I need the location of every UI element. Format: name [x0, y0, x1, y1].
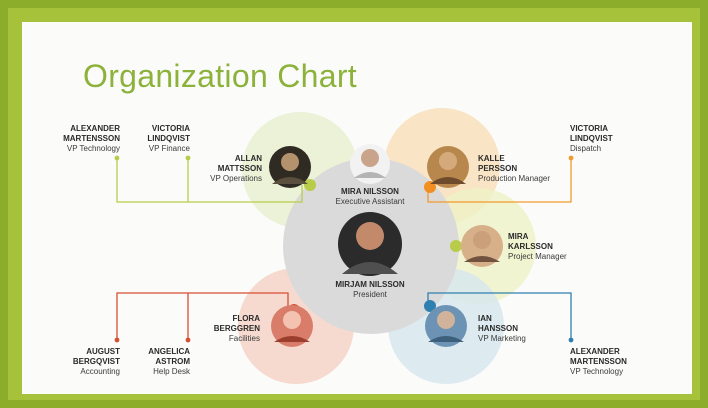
assistant-label: MIRA NILSSON Executive Assistant — [318, 187, 422, 207]
alex-top-role: VP Technology — [66, 144, 120, 153]
victoria-right-name-2: LINDQVIST — [570, 134, 613, 143]
connector-top-right — [427, 158, 572, 203]
person-mira-k: MIRA KARLSSON Project Manager — [508, 232, 608, 262]
accent-ian — [424, 300, 436, 312]
angelica-name-1: ANGELICA — [148, 347, 190, 356]
person-victoria-right: VICTORIA LINDQVIST Dispatch — [570, 124, 650, 154]
dot-alex-bottom — [568, 337, 574, 343]
victoria-right-name-1: VICTORIA — [570, 124, 609, 133]
photo-kalle — [427, 146, 469, 188]
allan-name-1: ALLAN — [234, 154, 262, 163]
ian-name-1: IAN — [478, 314, 492, 323]
person-allan: ALLAN MATTSSON VP Operations — [206, 154, 262, 184]
connector-bottom-left — [116, 292, 289, 340]
photo-allan — [269, 146, 311, 188]
president-role: President — [353, 290, 387, 299]
assistant-name: MIRA NILSSON — [341, 187, 399, 196]
person-victoria-top: VICTORIA LINDQVIST VP Finance — [130, 124, 190, 154]
flora-role: Facilities — [228, 334, 260, 343]
alex-bottom-role: VP Technology — [570, 367, 624, 376]
person-august: AUGUST BERGQVIST Accounting — [62, 347, 120, 377]
august-name-2: BERGQVIST — [72, 357, 120, 366]
person-angelica: ANGELICA ASTROM Help Desk — [132, 347, 190, 377]
allan-role: VP Operations — [210, 174, 262, 183]
ian-role: VP Marketing — [478, 334, 526, 343]
victoria-top-role: VP Finance — [148, 144, 190, 153]
photo-flora — [271, 305, 313, 347]
angelica-name-2: ASTROM — [155, 357, 190, 366]
kalle-role: Production Manager — [478, 174, 551, 183]
victoria-right-role: Dispatch — [570, 144, 602, 153]
dot-alex-top — [114, 155, 120, 161]
person-alex-top: ALEXANDER MARTENSSON VP Technology — [48, 124, 120, 154]
dot-angelica — [185, 337, 191, 343]
president-label: MIRJAM NILSSON President — [318, 280, 422, 300]
person-flora: FLORA BERGGREN Facilities — [206, 314, 260, 344]
person-alex-bottom: ALEXANDER MARTENSSON VP Technology — [570, 347, 656, 377]
alex-bottom-name-1: ALEXANDER — [570, 347, 620, 356]
flora-name-2: BERGGREN — [213, 324, 260, 333]
assistant-role: Executive Assistant — [335, 197, 405, 206]
mira-k-name-2: KARLSSON — [508, 242, 553, 251]
mira-k-role: Project Manager — [508, 252, 567, 261]
alex-bottom-name-2: MARTENSSON — [570, 357, 627, 366]
connector-top-left — [116, 158, 303, 203]
victoria-top-name-1: VICTORIA — [151, 124, 190, 133]
alex-top-name-2: MARTENSSON — [63, 134, 120, 143]
accent-mira-k — [450, 240, 462, 252]
victoria-top-name-2: LINDQVIST — [147, 134, 190, 143]
dot-victoria-top — [185, 155, 191, 161]
person-kalle: KALLE PERSSON Production Manager — [478, 154, 572, 184]
person-ian: IAN HANSSON VP Marketing — [478, 314, 572, 344]
kalle-name-2: PERSSON — [478, 164, 518, 173]
dot-victoria-right — [568, 155, 574, 161]
august-role: Accounting — [80, 367, 120, 376]
mira-k-name-1: MIRA — [508, 232, 529, 241]
angelica-role: Help Desk — [153, 367, 190, 376]
kalle-name-1: KALLE — [478, 154, 505, 163]
connector-bottom-right — [427, 292, 572, 340]
photo-ian — [425, 305, 467, 347]
dot-august — [114, 337, 120, 343]
flora-name-1: FLORA — [232, 314, 260, 323]
accent-allan — [304, 179, 316, 191]
ian-name-2: HANSSON — [478, 324, 519, 333]
photo-assistant — [350, 144, 390, 184]
photo-president — [338, 212, 402, 276]
photo-mira-k — [461, 225, 503, 267]
allan-name-2: MATTSSON — [217, 164, 262, 173]
august-name-1: AUGUST — [86, 347, 120, 356]
alex-top-name-1: ALEXANDER — [70, 124, 120, 133]
page-title: Organization Chart — [83, 58, 357, 94]
president-name: MIRJAM NILSSON — [335, 280, 405, 289]
